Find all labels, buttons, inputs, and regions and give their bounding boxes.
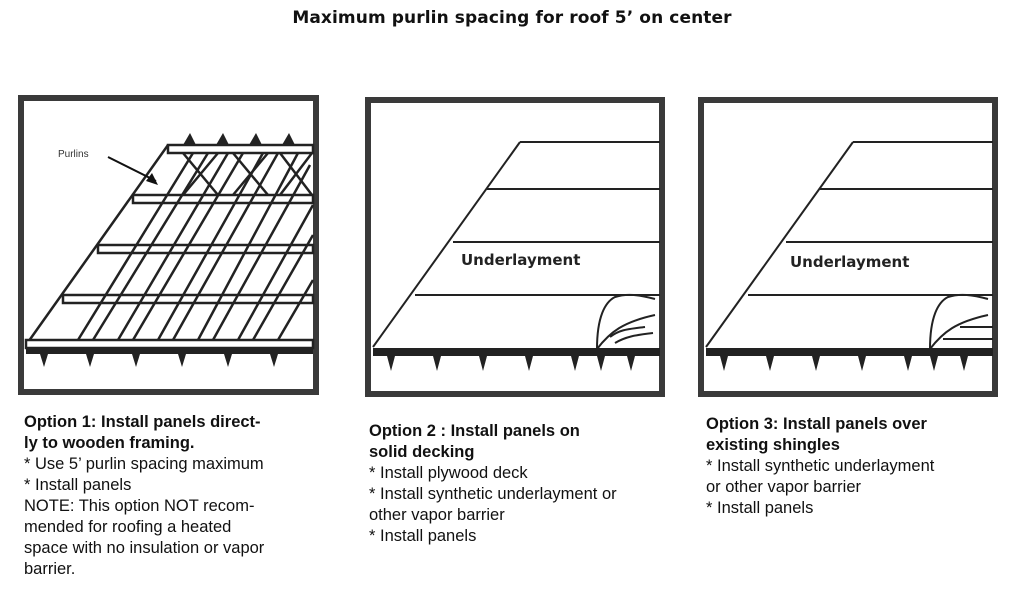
caption-body: * Install synthetic underlayment or othe…: [706, 457, 935, 517]
caption-heading: Option 2 : Install panels on solid decki…: [369, 422, 580, 461]
panel-option-2: Underlayment: [365, 97, 667, 397]
caption-option-3: Option 3: Install panels over existing s…: [706, 414, 1006, 519]
panel-option-3: Underlayment: [698, 97, 1000, 397]
decking-illustration: Underlayment: [365, 97, 665, 397]
shingles-illustration: Underlayment: [698, 97, 998, 397]
caption-body: * Install plywood deck * Install synthet…: [369, 464, 617, 545]
caption-heading: Option 1: Install panels direct- ly to w…: [24, 413, 261, 452]
purlin-framing-illustration: Purlins: [18, 95, 319, 395]
panel-option-1: Purlins: [18, 95, 320, 395]
underlayment-label: Underlayment: [790, 253, 909, 271]
diagram-title: Maximum purlin spacing for roof 5’ on ce…: [292, 8, 732, 28]
arrow-head-icon: [146, 173, 158, 185]
caption-body: * Use 5’ purlin spacing maximum * Instal…: [24, 455, 265, 578]
underlayment-label: Underlayment: [461, 251, 580, 269]
caption-heading: Option 3: Install panels over existing s…: [706, 415, 927, 454]
purlins-arrow: [107, 156, 157, 182]
caption-option-1: Option 1: Install panels direct- ly to w…: [24, 412, 324, 580]
purlins-label: Purlins: [58, 149, 89, 160]
caption-option-2: Option 2 : Install panels on solid decki…: [369, 421, 679, 547]
